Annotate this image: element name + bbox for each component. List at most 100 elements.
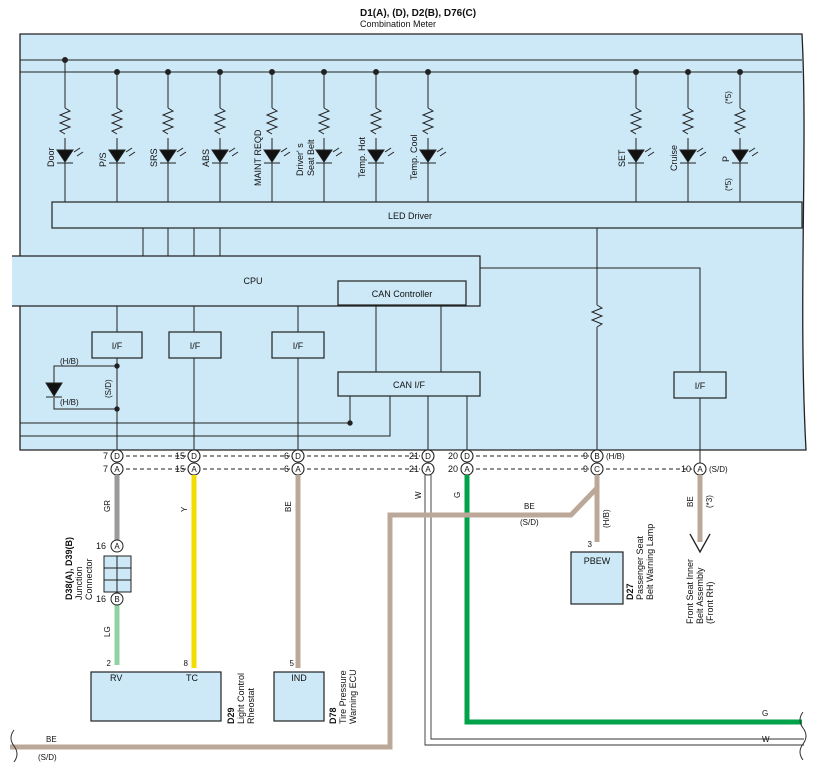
d78-block (273, 671, 325, 722)
wire-label-y: Y (180, 506, 189, 512)
front-seat-line3: (Front RH) (705, 581, 715, 624)
indicator-column-seat-belt (315, 69, 343, 202)
d78-line2: Warning ECU (348, 669, 358, 724)
can-if-label: CAN I/F (393, 380, 426, 390)
junction-line2: Connector (84, 558, 94, 600)
meter-bus-lines (20, 59, 802, 73)
svg-text:D: D (464, 452, 470, 461)
wire-label-hb: (H/B) (602, 509, 611, 528)
svg-text:9: 9 (583, 464, 588, 474)
indicator-column-temp-hot (367, 69, 395, 202)
svg-text:A: A (114, 465, 120, 474)
wire-label-be-front: BE (686, 496, 695, 507)
d27-line2: Belt Warning Lamp (645, 524, 655, 600)
svg-text:7: 7 (103, 451, 108, 461)
if-block-2 (168, 331, 222, 359)
d78-id: D78 (328, 707, 338, 724)
svg-text:A: A (295, 465, 301, 474)
can-controller-label: CAN Controller (372, 289, 433, 299)
junction-pin-b: B (114, 595, 119, 604)
d78-pin: 5 (290, 659, 295, 668)
indicator-column-p (731, 69, 759, 202)
svg-text:D: D (425, 452, 431, 461)
diode-hb-top: (H/B) (60, 357, 79, 366)
indicator-label-srs: SRS (149, 148, 159, 167)
d29-tc: TC (186, 673, 198, 683)
svg-text:B: B (594, 452, 599, 461)
junction-title: D38(A), D39(B) (64, 537, 74, 600)
svg-text:D: D (191, 452, 197, 461)
svg-text:6: 6 (284, 451, 289, 461)
svg-text:C: C (594, 465, 600, 474)
bottom-label-g: G (762, 709, 768, 718)
front-seat-line2: Belt Assembly (695, 567, 705, 624)
svg-text:15: 15 (175, 464, 185, 474)
junction-connector (103, 539, 132, 606)
indicator-label-temp-cool: Temp. Cool (409, 134, 419, 180)
d78-ind: IND (291, 673, 307, 683)
d27-pbew: PBEW (584, 556, 611, 566)
indicator-column-door (56, 57, 84, 202)
d27-pin: 3 (588, 540, 593, 549)
if-label-3: I/F (293, 341, 304, 351)
pin9-note: (H/B) (606, 452, 625, 461)
cpu-right-links (480, 228, 701, 454)
indicator-label-maint-reqd: MAINT REQD (253, 129, 263, 186)
svg-text:D: D (114, 452, 120, 461)
if-block-4 (673, 371, 727, 399)
indicator-label-temp-hot: Temp. Hot (357, 136, 367, 178)
if-label-4: I/F (695, 381, 706, 391)
led-driver-block (51, 201, 803, 229)
break-left (10, 729, 18, 763)
indicator-column-srs (159, 69, 187, 202)
svg-text:A: A (697, 465, 703, 474)
meter-subtitle: Combination Meter (360, 19, 436, 29)
indicator-label-ps: P/S (98, 152, 108, 167)
d29-block (90, 671, 222, 722)
d29-line1: Light Control (236, 673, 246, 724)
if-block-3 (271, 331, 325, 359)
diode-hb-bottom: (H/B) (60, 398, 79, 407)
diode-circuit (45, 358, 120, 454)
svg-text:A: A (425, 465, 431, 474)
diode-sd: (S/D) (104, 379, 113, 398)
svg-text:20: 20 (448, 451, 458, 461)
indicator-column-cruise (679, 69, 707, 202)
indicator-column-temp-cool (419, 69, 447, 202)
indicator-column-abs (211, 69, 239, 202)
wire-be-sd (10, 475, 600, 750)
p-note-bottom: (*5) (724, 178, 733, 191)
bottom-label-be: BE (46, 735, 57, 744)
d27-block (570, 551, 624, 605)
can-controller-block (337, 280, 467, 306)
svg-text:A: A (464, 465, 470, 474)
svg-text:21: 21 (409, 464, 419, 474)
svg-text:7: 7 (103, 464, 108, 474)
can-if-block (337, 371, 481, 397)
indicator-label-p: P (721, 156, 731, 162)
arrow-icon (689, 533, 711, 554)
d78-line1: Tire Pressure (338, 670, 348, 724)
d29-id: D29 (226, 707, 236, 724)
if-label-1: I/F (112, 341, 123, 351)
d29-pin-tc: 8 (184, 659, 189, 668)
wire-g (464, 475, 802, 725)
wire-label-gr: GR (103, 500, 112, 512)
svg-text:A: A (191, 465, 197, 474)
svg-text:9: 9 (583, 451, 588, 461)
svg-text:6: 6 (284, 464, 289, 474)
pin10-note: (S/D) (709, 465, 728, 474)
cpu-label: CPU (243, 276, 262, 286)
wire-label-w: W (414, 491, 423, 499)
d29-line2: Rheostat (246, 687, 256, 724)
d27-line1: Passenger Seat (635, 535, 645, 600)
svg-text:20: 20 (448, 464, 458, 474)
indicator-column-ps (108, 69, 136, 202)
wire-w (424, 475, 804, 746)
wire-label-g: G (453, 492, 462, 498)
indicator-label-cruise: Cruise (669, 145, 679, 171)
can-links (375, 305, 442, 372)
if-block-1 (91, 331, 143, 359)
indicator-label-door: Door (46, 147, 56, 167)
